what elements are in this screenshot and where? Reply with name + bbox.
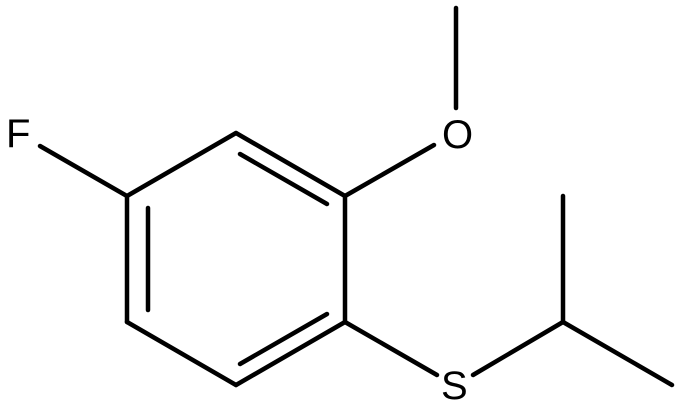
bond-c3-o — [342, 142, 437, 199]
bond-c1-c2 — [124, 130, 239, 199]
double-bond-c2-c3-inner — [237, 151, 330, 207]
bond-c2-c3 — [233, 130, 348, 199]
bond-c4-c5 — [233, 319, 348, 388]
sulfur-label: S — [441, 364, 468, 408]
fluorine-label: F — [6, 112, 30, 156]
bond-c1-f — [37, 143, 130, 199]
bond-c4-s — [342, 319, 440, 378]
bond-s-ch — [470, 319, 566, 378]
double-bond-c4-c5-inner — [237, 311, 330, 367]
oxygen-label: O — [442, 113, 473, 157]
bond-ch-methyl-right — [560, 319, 675, 388]
bond-c5-c6 — [124, 319, 239, 388]
